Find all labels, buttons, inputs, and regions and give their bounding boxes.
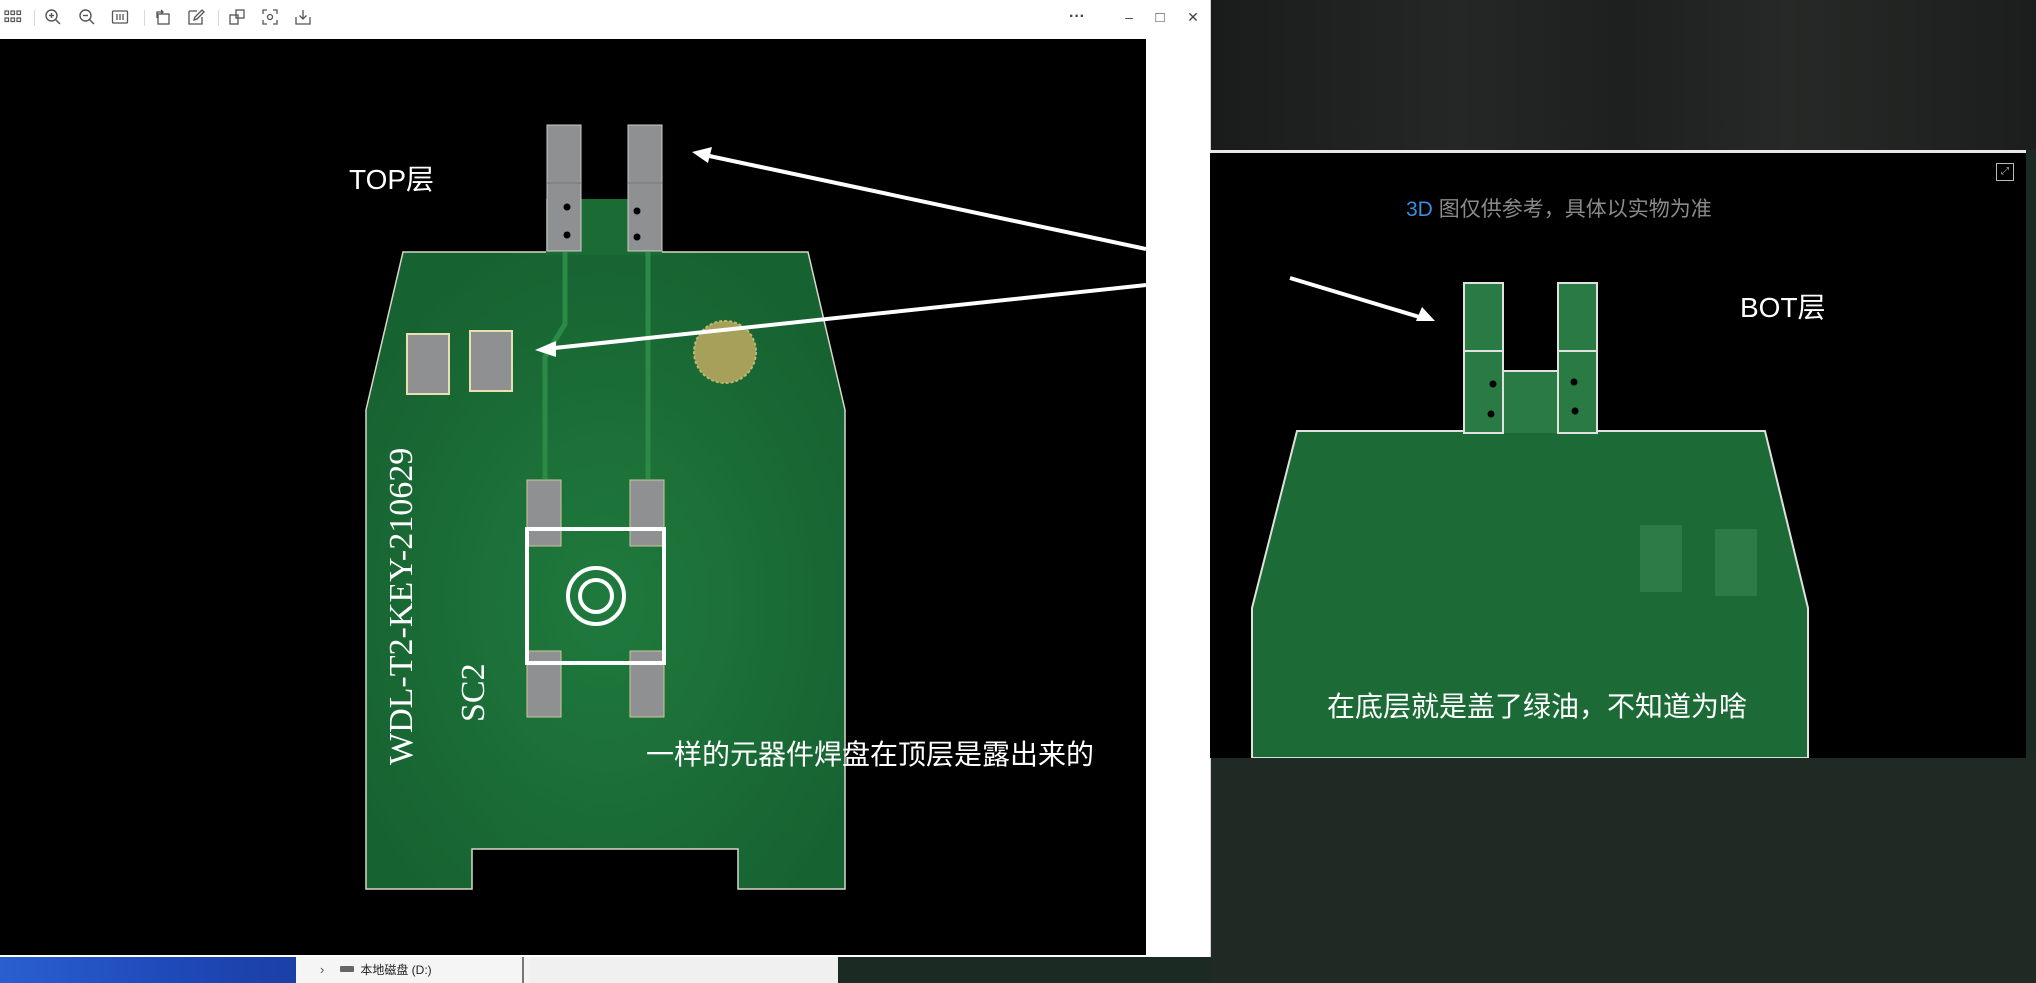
connector-pad <box>546 124 582 252</box>
switch-pad <box>526 479 562 547</box>
explorer-nav-pane <box>296 957 524 983</box>
via-hole <box>1571 407 1579 415</box>
via-hole <box>1570 378 1578 386</box>
trace <box>542 252 568 479</box>
via-hole <box>1487 410 1495 418</box>
top-layer-label: TOP层 <box>349 164 435 195</box>
save-icon[interactable] <box>292 6 314 28</box>
more-options-button[interactable]: ··· <box>1069 8 1085 25</box>
edit-icon[interactable] <box>185 6 207 28</box>
background-desktop <box>1210 755 2036 983</box>
arrow <box>544 283 1146 351</box>
switch-pad <box>629 650 665 718</box>
background-blurred-top <box>1210 0 2036 150</box>
connector-pad <box>627 124 663 252</box>
via-hole <box>563 231 571 239</box>
toolbar-separator <box>218 10 219 26</box>
zoom-out-icon[interactable] <box>76 6 98 28</box>
test-point <box>693 320 757 384</box>
pcb-top-image: WDL-T2-KEY-210629 SC2 <box>365 124 1146 890</box>
viewer-toolbar: ··· – □ ✕ <box>0 0 1210 38</box>
minimize-button[interactable]: – <box>1125 9 1133 25</box>
annotation-bot: 在底层就是盖了绿油，不知道为啥 <box>1327 691 1748 722</box>
crop-icon[interactable] <box>226 6 248 28</box>
bottom-pad <box>1557 282 1598 434</box>
image-canvas[interactable]: WDL-T2-KEY-210629 SC2 TOP层 一样的元器件焊盘在顶层是露… <box>0 39 1146 955</box>
panel-caption: 3D 图仅供参考，具体以实物为准 <box>1406 193 1712 223</box>
explorer-content-pane <box>530 957 838 983</box>
pcb-bottom-image <box>1251 276 1809 758</box>
caption-accent: 3D <box>1406 198 1433 221</box>
via-hole <box>1489 380 1497 388</box>
covered-pad <box>1715 529 1757 596</box>
chevron-right-icon[interactable]: › <box>320 961 325 977</box>
zoom-in-icon[interactable] <box>42 6 64 28</box>
close-button[interactable]: ✕ <box>1187 8 1199 25</box>
via-hole <box>563 203 571 211</box>
reference-image-panel: 3D 图仅供参考，具体以实物为准 ⤢ BOT层 在底层就是盖了绿油，不知道为啥 <box>1210 150 2026 758</box>
silk-text-sc: SC2 <box>455 663 492 722</box>
arrow <box>1289 276 1427 321</box>
switch-outline <box>525 527 666 665</box>
pane-divider[interactable] <box>522 957 524 983</box>
grid-icon[interactable] <box>2 6 24 28</box>
pcb-board-bottom <box>1251 430 1809 758</box>
covered-pad <box>1640 525 1682 592</box>
focus-icon[interactable] <box>259 6 281 28</box>
silk-text-main: WDL-T2-KEY-210629 <box>383 448 420 765</box>
bottom-pad <box>1463 282 1504 434</box>
bot-layer-label: BOT层 <box>1740 292 1826 323</box>
smd-pad <box>469 330 513 392</box>
via-hole <box>633 207 641 215</box>
maximize-button[interactable]: □ <box>1155 8 1165 26</box>
caption-text: 图仅供参考，具体以实物为准 <box>1432 198 1712 221</box>
drive-icon <box>340 966 355 972</box>
toolbar-separator <box>34 10 35 26</box>
expand-icon[interactable]: ⤢ <box>1996 163 2014 181</box>
desktop-wallpaper-strip <box>0 957 296 983</box>
toolbar-separator <box>144 10 145 26</box>
switch-ring <box>566 566 626 626</box>
fit-icon[interactable] <box>109 6 131 28</box>
arrow <box>699 152 1146 251</box>
rotate-icon[interactable] <box>152 6 174 28</box>
switch-pad <box>629 479 665 547</box>
annotation-top: 一样的元器件焊盘在顶层是露出来的 <box>646 739 1095 770</box>
disk-d-item[interactable]: › 本地磁盘 (D:) <box>320 959 432 979</box>
photo-viewer-window: ··· – □ ✕ <box>0 0 1211 957</box>
disk-d-label: 本地磁盘 (D:) <box>360 962 432 977</box>
via-hole <box>633 233 641 241</box>
switch-pad <box>526 650 562 718</box>
smd-pad <box>406 333 450 395</box>
switch-ring-inner <box>578 578 614 614</box>
